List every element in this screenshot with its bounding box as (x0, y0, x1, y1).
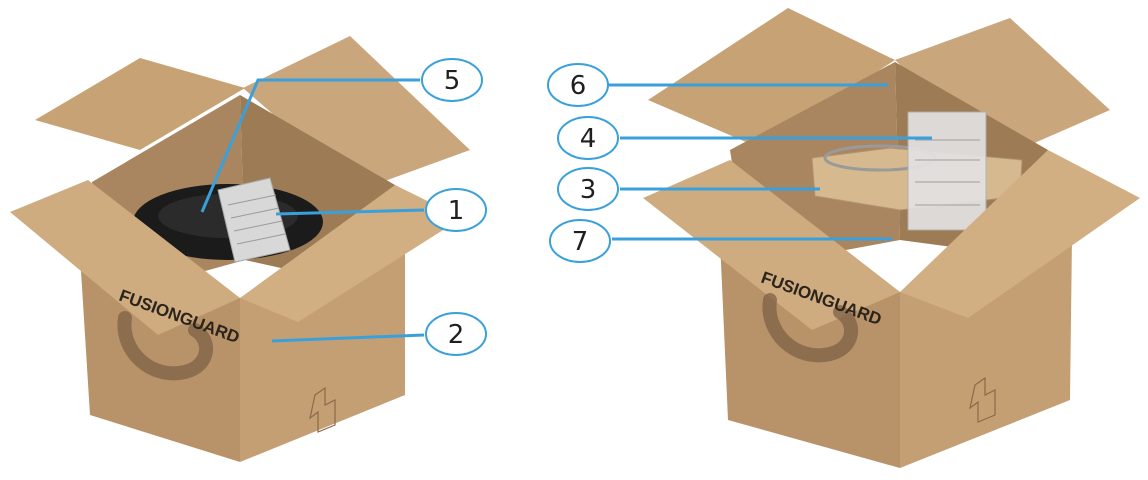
callout-1-badge (425, 188, 487, 232)
left-box-back-left-flap (35, 58, 245, 150)
callout-5-badge (421, 58, 483, 102)
callout-1-leader (275, 208, 425, 216)
left-box-logo-mark (117, 311, 214, 381)
left-box-front-left-flap (10, 180, 240, 335)
callout-3: 3 (557, 167, 820, 211)
right-box-tape-mark (969, 376, 996, 423)
callout-7: 7 (549, 219, 892, 263)
callout-5-leader (200, 78, 420, 213)
callout-2-label: 2 (448, 320, 465, 350)
right-box-front-right-flap (900, 150, 1140, 318)
callout-4: 4 (557, 116, 932, 160)
callout-5: 5 (200, 58, 483, 213)
right-box-hardware-bag (907, 111, 987, 231)
callout-6-badge (547, 63, 609, 107)
callout-3-label: 3 (580, 175, 597, 205)
right-box-back-right-flap (895, 18, 1110, 158)
left-box-accessory-tray (217, 177, 291, 263)
callout-6-label: 6 (570, 71, 587, 101)
callout-2-badge (425, 312, 487, 356)
callout-7-label: 7 (572, 227, 589, 257)
left-box-back-right-flap (243, 36, 470, 190)
callout-2: 2 (271, 312, 487, 356)
left-box-front-right-flap (240, 185, 462, 322)
callout-2-leader (271, 333, 425, 343)
right-box: FUSIONGUARD (643, 8, 1140, 468)
callout-4-badge (557, 116, 619, 160)
callout-1: 1 (275, 188, 487, 232)
callout-3-badge (557, 167, 619, 211)
callout-1-label: 1 (448, 196, 465, 226)
callout-5-label: 5 (444, 66, 461, 96)
callout-6: 6 (547, 63, 888, 107)
right-box-front-left-flap (643, 160, 900, 330)
right-box-back-left-flap (648, 8, 895, 148)
callout-4-label: 4 (580, 124, 597, 154)
left-box: FUSIONGUARD (10, 36, 470, 462)
left-box-tape-mark (309, 386, 336, 433)
right-box-logo-mark (762, 293, 859, 363)
callout-7-badge (549, 219, 611, 263)
